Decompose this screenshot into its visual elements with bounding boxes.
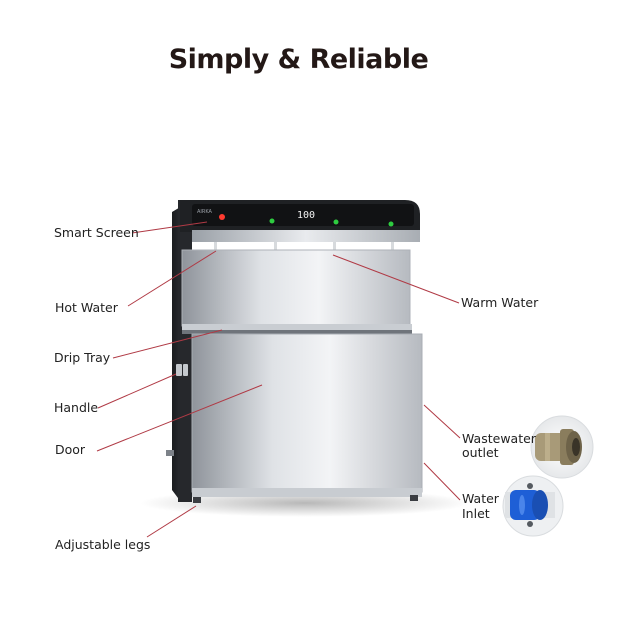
tap-2[interactable] — [274, 242, 277, 253]
label-door: Door — [55, 442, 86, 457]
leader-drip-tray — [112, 329, 223, 359]
cabinet-base — [192, 488, 422, 497]
label-water-inlet-line2: Inlet — [462, 506, 490, 521]
water-inlet-detail — [502, 475, 564, 537]
brand-logo: AIRKA — [197, 209, 213, 215]
leader-wastewater — [423, 404, 461, 439]
label-warm-water: Warm Water — [461, 295, 539, 310]
leader-warm-water — [332, 254, 460, 304]
label-drip-tray: Drip Tray — [54, 350, 111, 365]
indicator-warm-3 — [388, 221, 394, 227]
label-water-inlet-line1: Water — [462, 491, 499, 506]
display-readout: 100 — [297, 210, 315, 221]
leader-adjustable-legs — [146, 505, 197, 538]
drip-tray — [182, 324, 412, 330]
label-adjustable-legs: Adjustable legs — [55, 537, 151, 552]
head-strip — [192, 230, 420, 242]
label-wastewater-outlet-line2: outlet — [462, 445, 499, 460]
smart-screen-panel — [192, 204, 414, 226]
indicator-warm-2 — [333, 219, 339, 225]
indicator-hot — [219, 214, 225, 220]
tap-3[interactable] — [333, 242, 336, 253]
page-title: Simply & Reliable — [168, 44, 429, 75]
tap-1[interactable] — [214, 242, 217, 253]
upper-steel-panel — [182, 250, 410, 326]
door-handle-2[interactable] — [183, 364, 188, 376]
leader-door — [96, 384, 263, 452]
tap-4[interactable] — [391, 242, 394, 253]
side-nozzle — [166, 450, 174, 456]
leader-smart-screen — [131, 221, 208, 234]
indicator-warm-1 — [269, 218, 275, 224]
leader-water-inlet — [423, 462, 461, 501]
leader-handle — [97, 373, 177, 409]
wastewater-outlet-detail — [530, 415, 594, 479]
leg-left — [193, 497, 201, 503]
leg-right — [410, 495, 418, 501]
door-handle[interactable] — [176, 364, 182, 376]
label-hot-water: Hot Water — [55, 300, 118, 315]
dispenser-back-frame — [178, 200, 192, 502]
leader-hot-water — [127, 250, 217, 307]
drip-tray-shadow — [182, 330, 412, 334]
cabinet-door[interactable] — [192, 334, 422, 492]
label-smart-screen: Smart Screen — [54, 225, 139, 240]
label-handle: Handle — [54, 400, 99, 415]
label-wastewater-outlet-line1: Wastewater — [462, 431, 536, 446]
